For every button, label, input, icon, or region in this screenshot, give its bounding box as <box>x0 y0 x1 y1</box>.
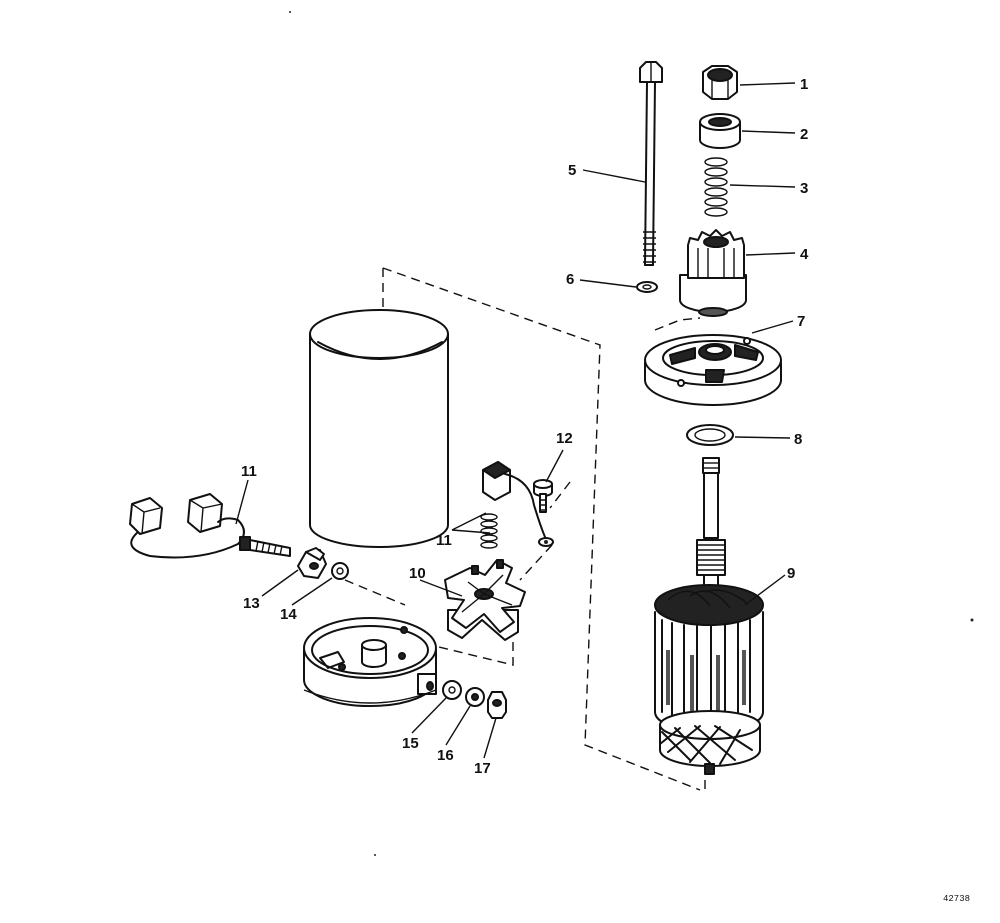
callout-11-left: 11 <box>241 463 257 480</box>
part-16-lockwasher <box>465 687 485 707</box>
callout-1: 1 <box>800 76 808 93</box>
callout-9: 9 <box>787 565 795 582</box>
callout-16: 16 <box>437 747 454 764</box>
part-15-washer <box>442 680 462 700</box>
commutator-end-cap <box>303 617 437 707</box>
part-4-drive-pinion <box>679 229 747 317</box>
part-17-nut <box>487 691 507 719</box>
callout-17: 17 <box>474 760 491 777</box>
part-1-hex-nut <box>702 65 738 100</box>
part-3-spring <box>704 157 728 217</box>
field-frame-housing <box>309 309 449 548</box>
part-8-thrust-washer <box>686 424 734 446</box>
assembly-dashed-lines <box>344 267 706 791</box>
callout-15: 15 <box>402 735 419 752</box>
callout-7: 7 <box>797 313 805 330</box>
part-5-through-bolt <box>639 61 663 266</box>
part-9-armature <box>654 457 764 775</box>
part-7-drive-end-frame <box>644 334 782 406</box>
callout-4: 4 <box>800 246 809 263</box>
callout-14: 14 <box>280 606 297 623</box>
callout-3: 3 <box>800 180 808 197</box>
part-2-spacer <box>699 113 741 149</box>
part-12-screw <box>533 479 553 513</box>
callout-2: 2 <box>800 126 808 143</box>
callout-labels: 1 2 3 4 5 6 7 8 9 10 11 11 12 13 14 15 1… <box>241 76 809 777</box>
callout-leader-lines <box>235 82 796 759</box>
callout-13: 13 <box>243 595 260 612</box>
part-14-washer <box>331 562 349 580</box>
callout-12: 12 <box>556 430 573 447</box>
part-11-brush-set-right <box>480 461 554 549</box>
part-10-brush-holder <box>444 559 526 641</box>
part-11-brush-set-left <box>129 493 291 559</box>
callout-11-right: 11 <box>436 532 452 549</box>
drawing-number: 42738 <box>943 894 970 904</box>
part-6-washer <box>636 281 658 293</box>
callout-6: 6 <box>566 271 574 288</box>
callout-5: 5 <box>568 162 576 179</box>
callout-8: 8 <box>794 431 802 448</box>
callout-10: 10 <box>409 565 426 582</box>
armature-core-slots <box>661 619 751 725</box>
part-13-terminal-clip <box>297 547 327 579</box>
